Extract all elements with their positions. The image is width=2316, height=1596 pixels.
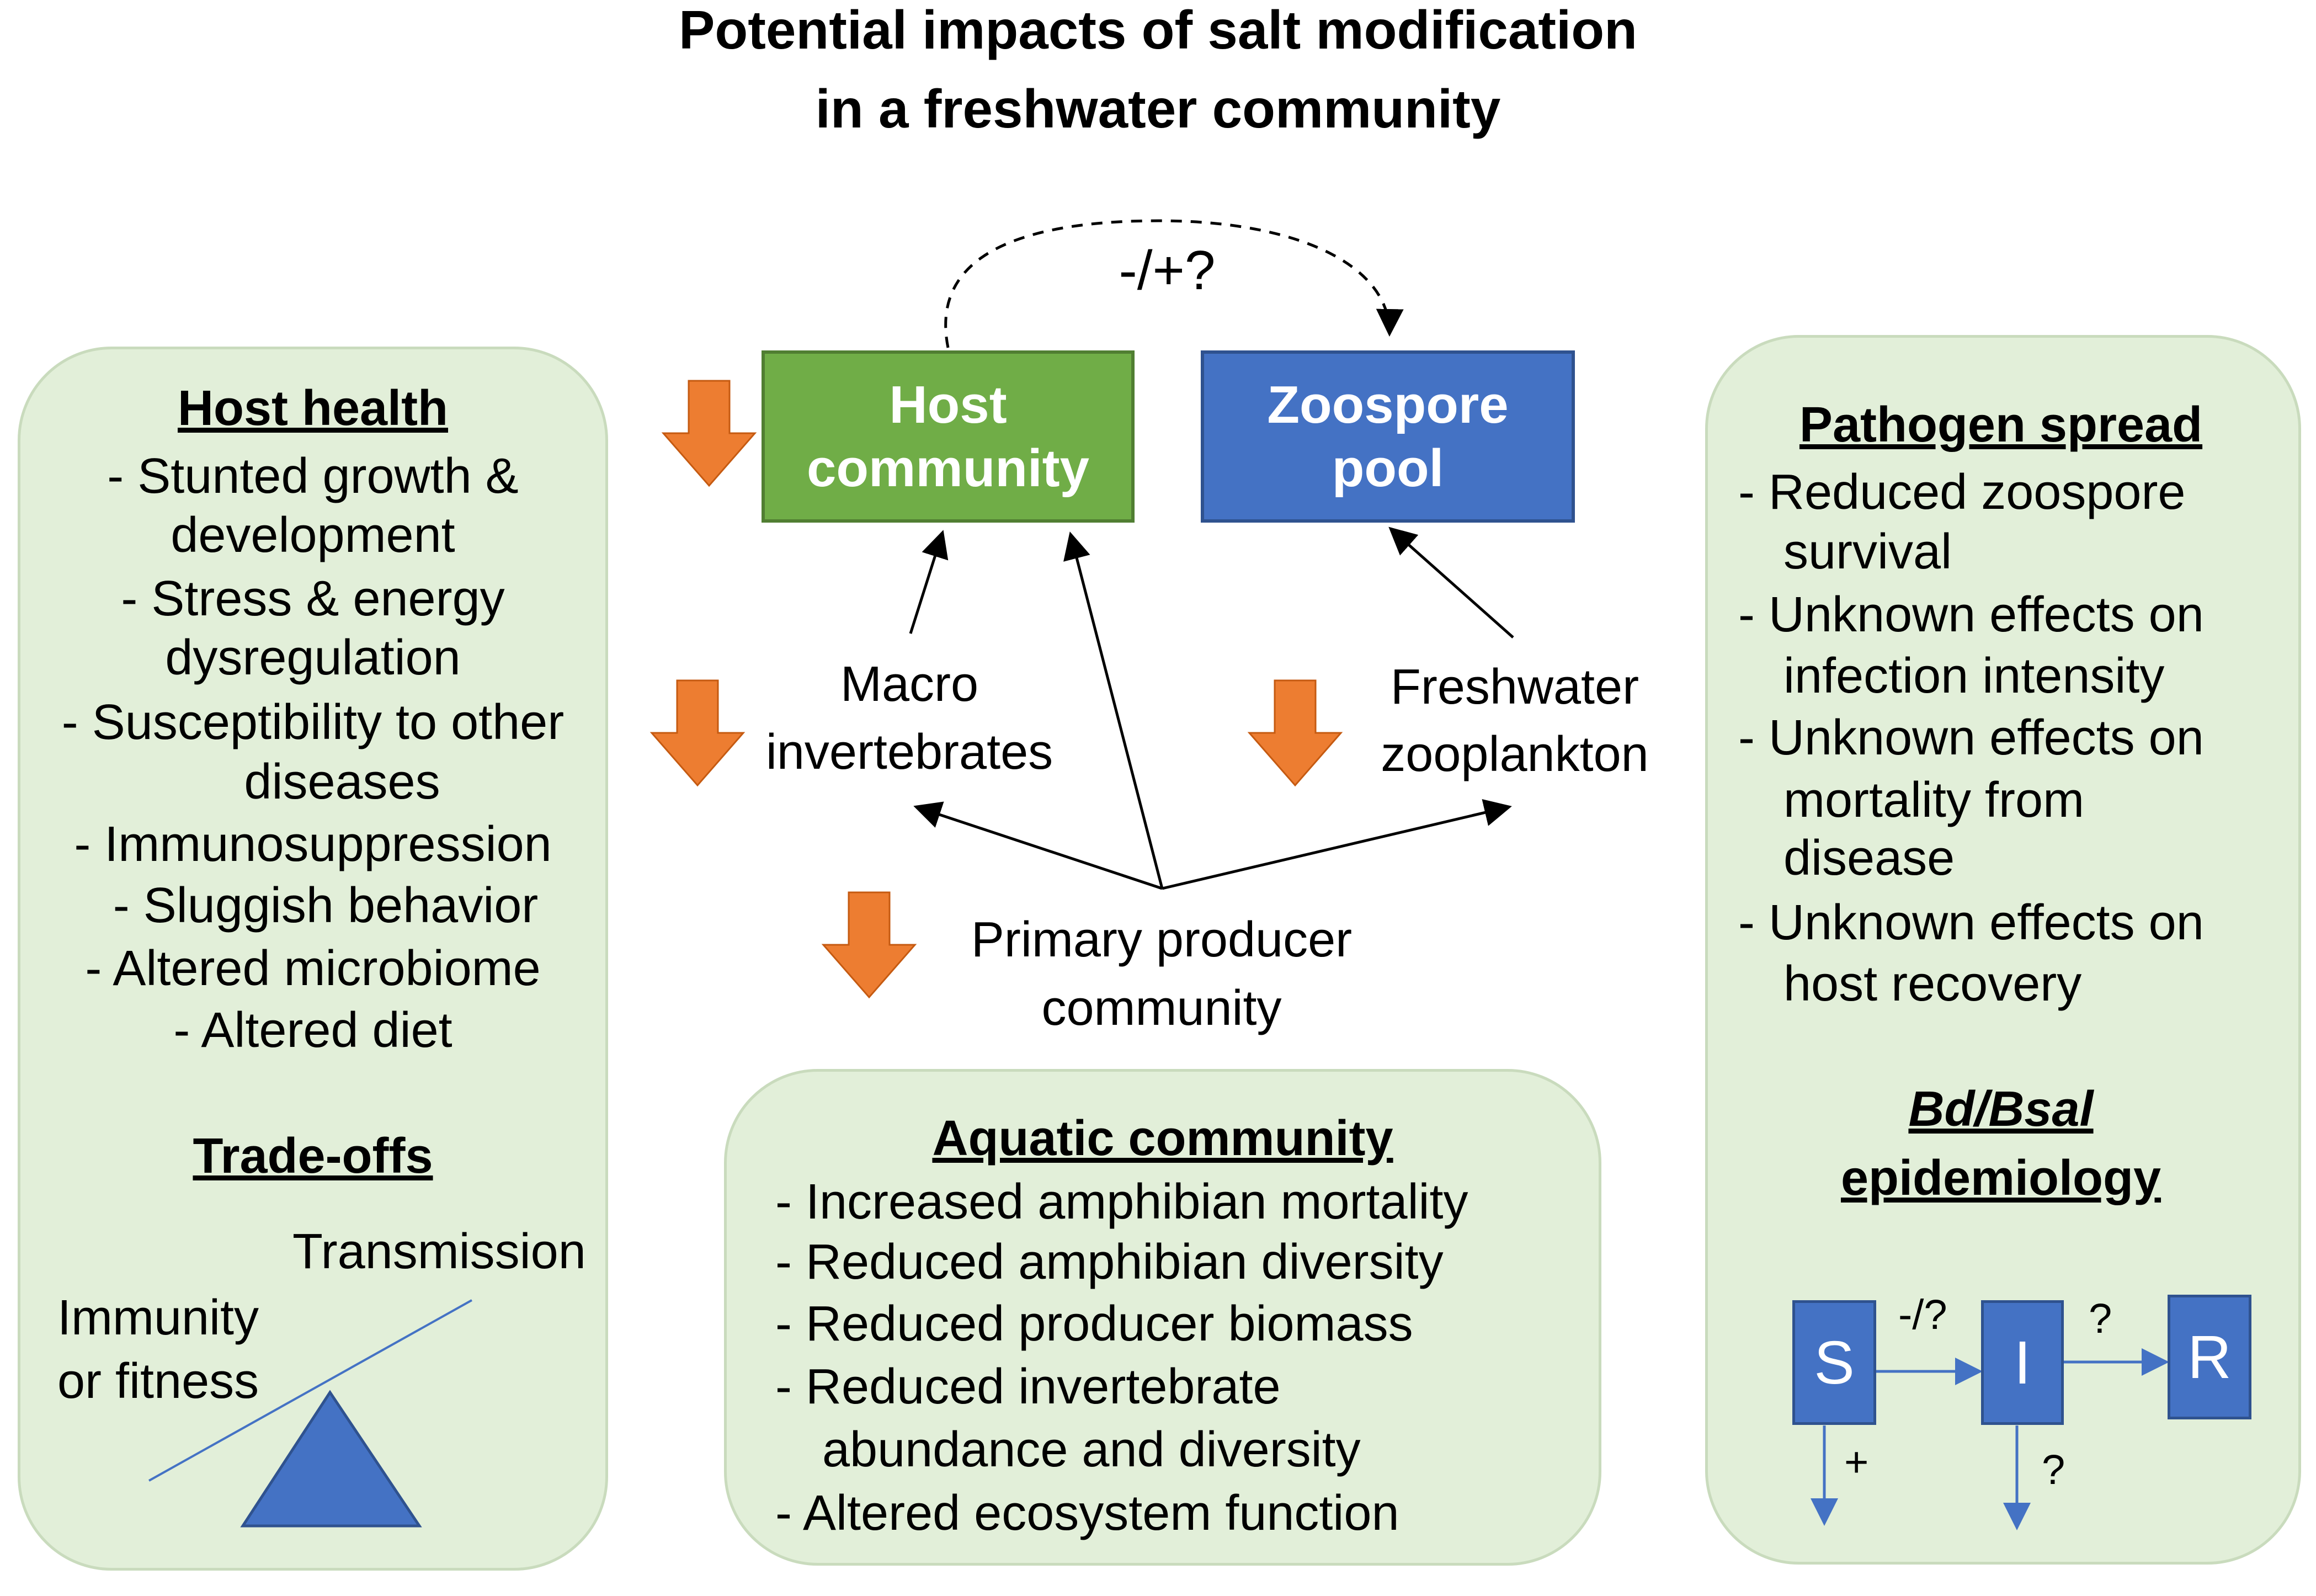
producer-label-line-1: Primary producer <box>971 912 1353 967</box>
tradeoff-fitness-label: or fitness <box>57 1354 259 1409</box>
macro-label-line-1: Macro <box>840 657 979 712</box>
host-health-panel <box>18 347 608 1571</box>
aquatic-item: - Reduced producer biomass <box>775 1296 1413 1352</box>
epi-heading-line-1: Bd/Bsal <box>1908 1082 2094 1137</box>
pathogen-item: infection intensity <box>1783 648 2165 704</box>
aquatic-item: - Reduced amphibian diversity <box>775 1235 1444 1290</box>
pathogen-heading: Pathogen spread <box>1799 397 2203 453</box>
host-health-item: diseases <box>244 754 440 810</box>
host-health-item: - Susceptibility to other <box>61 695 565 750</box>
pathogen-item: host recovery <box>1783 956 2082 1012</box>
macro-label-line-2: invertebrates <box>765 725 1053 780</box>
decrease-arrow-icon <box>661 380 757 487</box>
pathogen-item: mortality from <box>1783 773 2085 828</box>
dashed-effect-arrow <box>944 219 1404 348</box>
decrease-arrow-icon <box>1247 679 1343 787</box>
zooplankton-label-line-1: Freshwater <box>1390 659 1639 715</box>
aquatic-item: abundance and diversity <box>822 1422 1361 1477</box>
sir-s-box: S <box>1792 1300 1876 1425</box>
triangle-fulcrum-icon <box>240 1390 422 1528</box>
macro-to-host-arrow <box>909 530 949 634</box>
host-health-item: - Stress & energy <box>121 571 505 626</box>
host-health-heading: Host health <box>177 381 449 436</box>
title-line-1: Potential impacts of salt modification <box>678 0 1637 60</box>
host-health-item: - Immunosuppression <box>74 817 552 872</box>
aquatic-item: - Reduced invertebrate <box>775 1359 1281 1414</box>
host-community-box-line-2: community <box>806 439 1090 498</box>
pathogen-item: - Unknown effects on <box>1738 710 2204 765</box>
pathogen-item: - Unknown effects on <box>1738 587 2204 642</box>
host-health-item: development <box>171 508 455 563</box>
title-line-2: in a freshwater community <box>815 78 1501 139</box>
host-health-item: - Altered diet <box>173 1003 452 1058</box>
host-health-item: - Altered microbiome <box>85 941 541 996</box>
producer-to-macro-arrow <box>913 801 1163 890</box>
ir-transition-label: ? <box>2089 1295 2112 1342</box>
host-health-item: - Stunted growth & <box>107 449 519 504</box>
zooplankton-to-zoospore-arrow <box>1388 526 1514 639</box>
aquatic-item: - Increased amphibian mortality <box>775 1174 1468 1230</box>
zoospore-pool-box-line-1: Zoospore <box>1267 375 1509 434</box>
si-transition-label: -/? <box>1898 1291 1947 1338</box>
pathogen-item: - Unknown effects on <box>1738 895 2204 950</box>
host-health-item: dysregulation <box>165 630 461 685</box>
tradeoff-beam <box>148 1299 472 1482</box>
tradeoffs-heading: Trade-offs <box>193 1129 433 1184</box>
pathogen-item: survival <box>1783 524 1952 579</box>
pathogen-item: disease <box>1783 831 1955 886</box>
aquatic-heading: Aquatic community <box>932 1111 1393 1166</box>
decrease-arrow-icon <box>649 679 746 787</box>
effect-label: -/+? <box>1119 240 1216 301</box>
aquatic-item: - Altered ecosystem function <box>775 1486 1399 1541</box>
sir-r-box: R <box>2168 1295 2251 1419</box>
decrease-arrow-icon <box>821 891 917 999</box>
aquatic-community-panel <box>724 1069 1601 1566</box>
host-community-box-line-1: Host <box>889 375 1007 434</box>
zoospore-pool-box-line-2: pool <box>1332 439 1444 498</box>
tradeoff-transmission-label: Transmission <box>292 1224 586 1279</box>
i-out-label: ? <box>2042 1446 2065 1493</box>
producer-to-zooplankton-arrow <box>1162 799 1512 890</box>
tradeoff-immunity-label: Immunity <box>57 1290 259 1345</box>
s-out-label: + <box>1844 1439 1869 1486</box>
host-health-item: - Sluggish behavior <box>113 878 539 933</box>
epi-heading-line-2: epidemiology <box>1840 1151 2161 1206</box>
sir-i-box: I <box>1981 1300 2064 1425</box>
zooplankton-label-line-2: zooplankton <box>1381 727 1649 782</box>
producer-to-host-arrow <box>1063 531 1164 889</box>
pathogen-item: - Reduced zoospore <box>1738 465 2186 520</box>
producer-label-line-2: community <box>1041 981 1282 1036</box>
